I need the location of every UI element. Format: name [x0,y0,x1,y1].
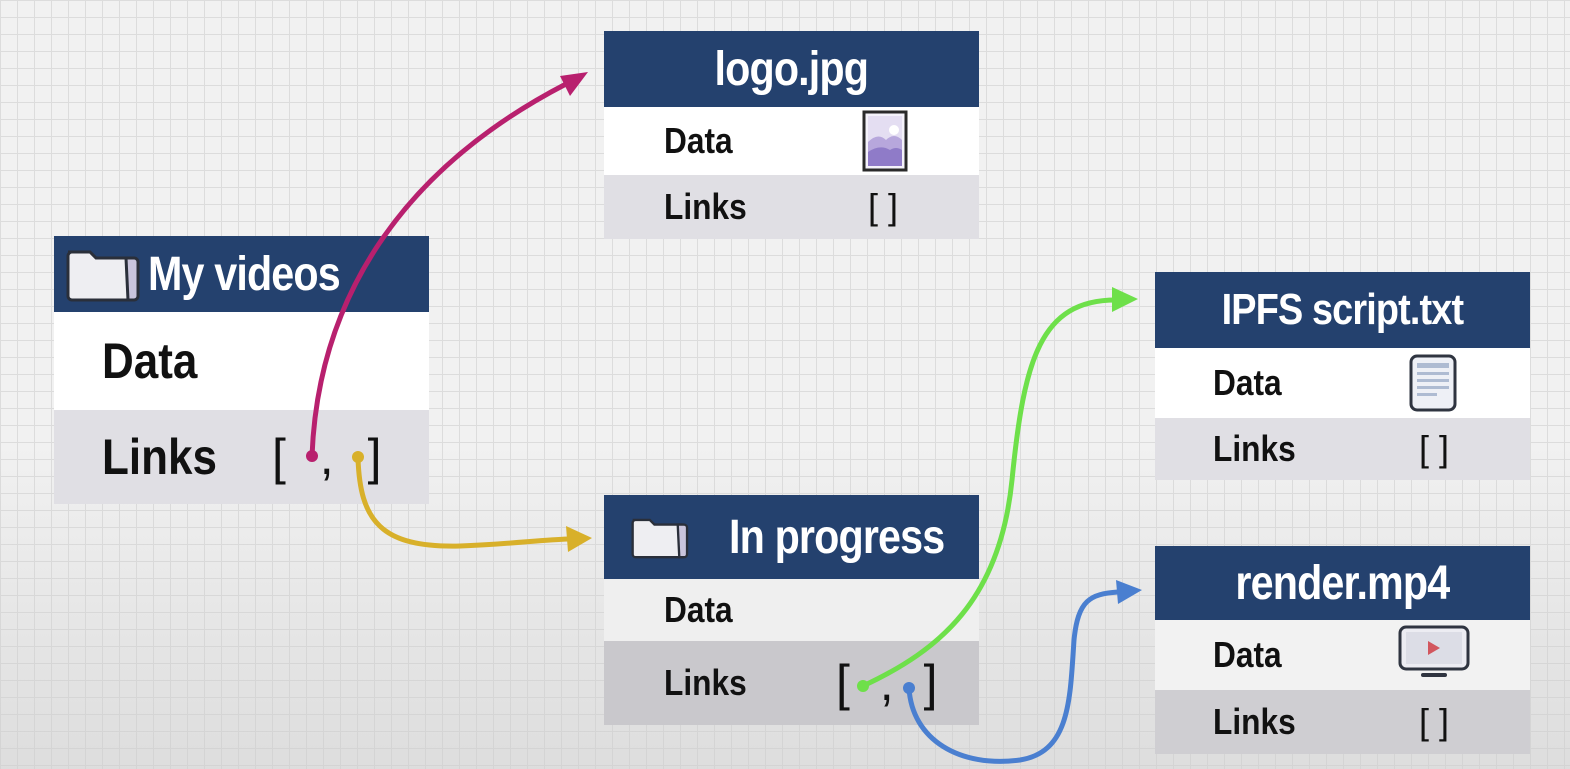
links-row: Links [ , ] [54,410,429,504]
image-icon [862,110,908,172]
links-label: Links [664,662,747,703]
link-arrow-to-render [906,589,1121,764]
arrowhead-icon [1112,287,1138,312]
links-value: [ , ] [836,655,946,711]
arrowhead-icon [560,72,588,96]
links-value: [ ] [868,186,899,227]
node-logo-jpg: logo.jpg Data Links [ ] [604,31,979,239]
link-arrow-to-logo [309,81,569,459]
links-value: [ ] [1419,428,1450,469]
links-label: Links [1213,701,1296,742]
link-dot [352,451,364,463]
node-title: My videos [54,236,429,312]
data-row: Data [54,312,429,410]
links-label: Links [1213,428,1296,469]
node-title: In progress [604,495,979,579]
data-row: Data [1155,620,1530,690]
folder-icon [66,250,140,302]
link-dot [903,682,915,694]
links-row: Links [ ] [1155,690,1530,754]
node-title-text: My videos [148,247,341,301]
data-row: Data [604,107,979,175]
node-ipfs-script: IPFS script.txt Data Links [ ] [1155,272,1530,480]
node-title-text: render.mp4 [1235,556,1451,610]
data-label: Data [1213,362,1282,403]
node-title-text: In progress [728,510,945,564]
data-label: Data [664,589,733,630]
node-title: render.mp4 [1155,546,1530,620]
arrowhead-icon [566,526,592,552]
folder-icon [631,518,689,559]
link-arrow-to-ipfs-script [860,297,1119,689]
node-title: IPFS script.txt [1155,272,1530,348]
video-icon [1398,625,1470,677]
document-icon [1409,354,1457,412]
data-row: Data [604,579,979,641]
node-render-mp4: render.mp4 Data Links [ ] [1155,546,1530,754]
node-title-text: logo.jpg [714,42,869,96]
data-label: Data [1213,634,1282,675]
node-title-text: IPFS script.txt [1221,285,1464,334]
links-value: [ ] [1419,701,1450,742]
data-row: Data [1155,348,1530,418]
node-my-videos: My videos Data Links [ , ] [54,236,429,504]
links-row: Links [ ] [604,175,979,239]
link-arrow-to-in-progress [355,455,571,549]
node-title: logo.jpg [604,31,979,107]
link-dot [857,680,869,692]
links-label: Links [664,186,747,227]
link-dot [306,450,318,462]
links-row: Links [ ] [1155,418,1530,480]
arrowhead-icon [1116,580,1142,604]
data-label: Data [102,333,198,389]
data-label: Data [664,120,733,161]
links-label: Links [102,429,217,485]
